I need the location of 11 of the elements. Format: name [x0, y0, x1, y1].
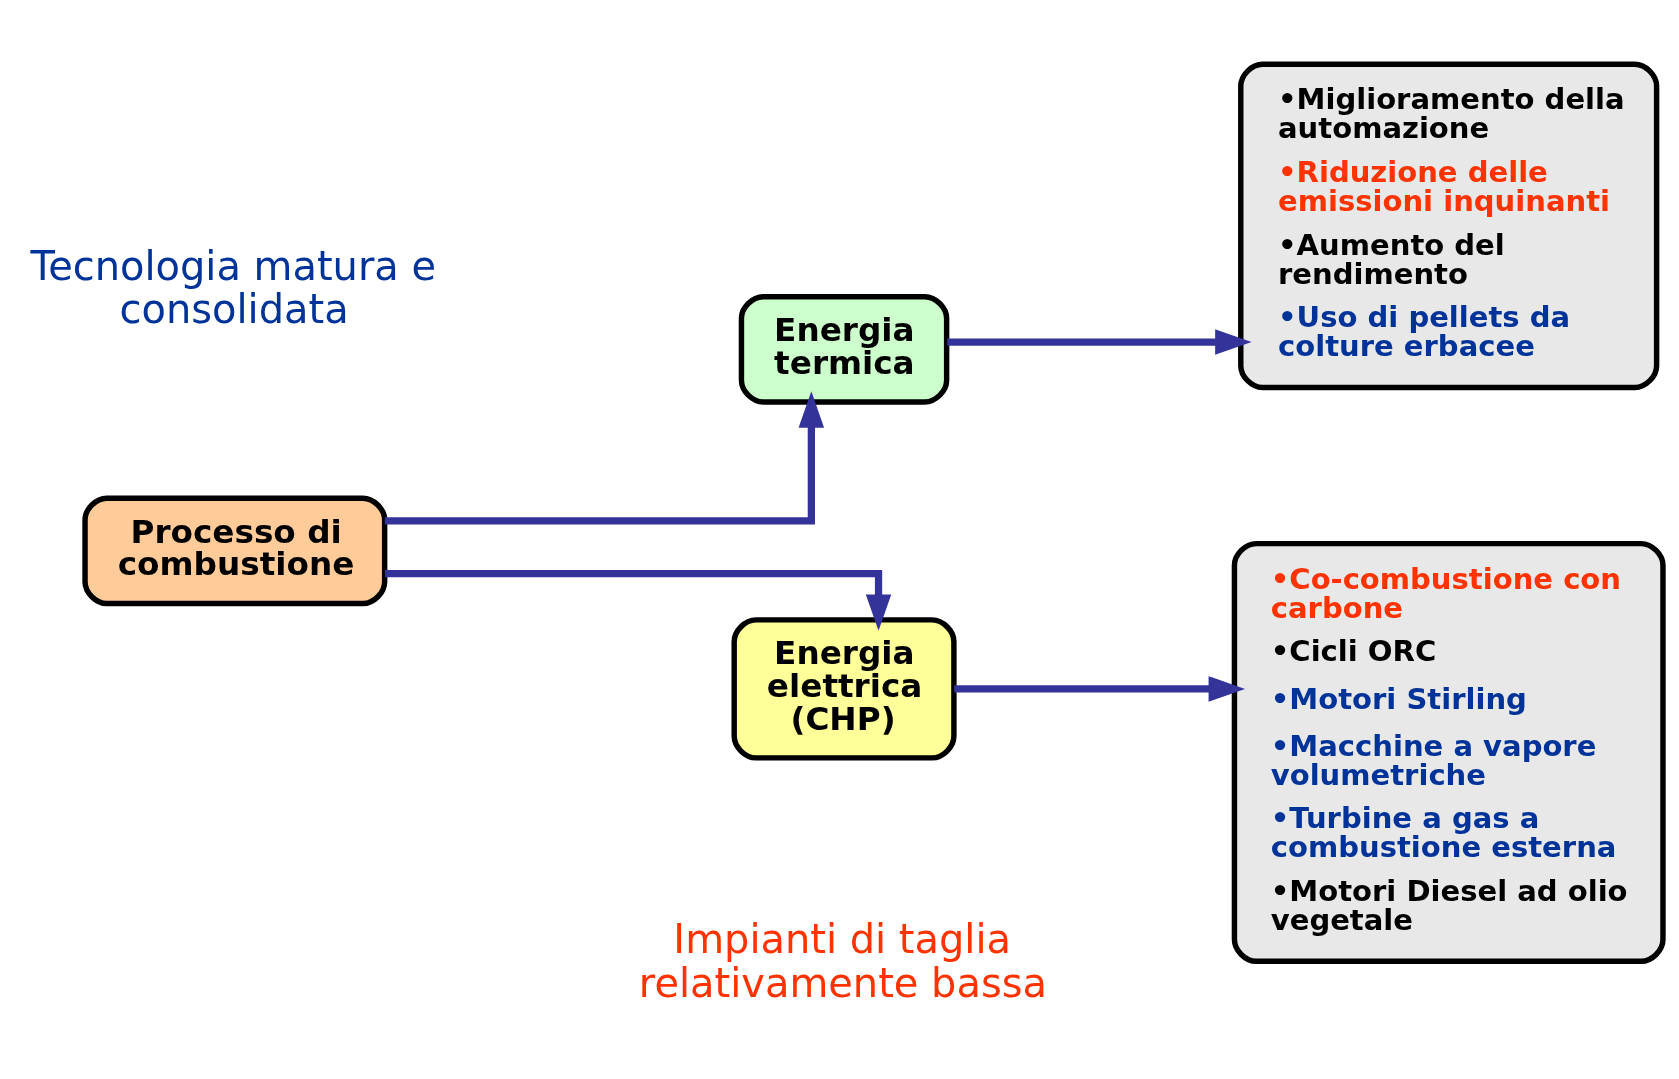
- node-box: Energia elettrica (CHP): [731, 616, 957, 761]
- arrow: [384, 390, 825, 525]
- label: Impianti di taglia relativamente bassa: [638, 915, 1048, 1006]
- node-box: •Co-combustione con carbone •Cicli ORC •Motori Stirling •Macchine a vapore volumetriche •Turbine a gas a combustione esterna •Motori Diesel ad olio vegetale: [1231, 540, 1666, 964]
- arrow: [384, 569, 892, 631]
- label: Tecnologia matura e consolidata: [30, 242, 437, 332]
- node-box: Processo di combustione: [82, 495, 388, 606]
- node-box: •Miglioramento della automazione •Riduzione delle emissioni inquinanti •Aumento del rendimento •Uso di pellets da colture erbacee: [1238, 61, 1660, 390]
- arrow: [954, 675, 1245, 702]
- node-box: Energia termica: [738, 293, 950, 405]
- arrow: [947, 328, 1252, 355]
